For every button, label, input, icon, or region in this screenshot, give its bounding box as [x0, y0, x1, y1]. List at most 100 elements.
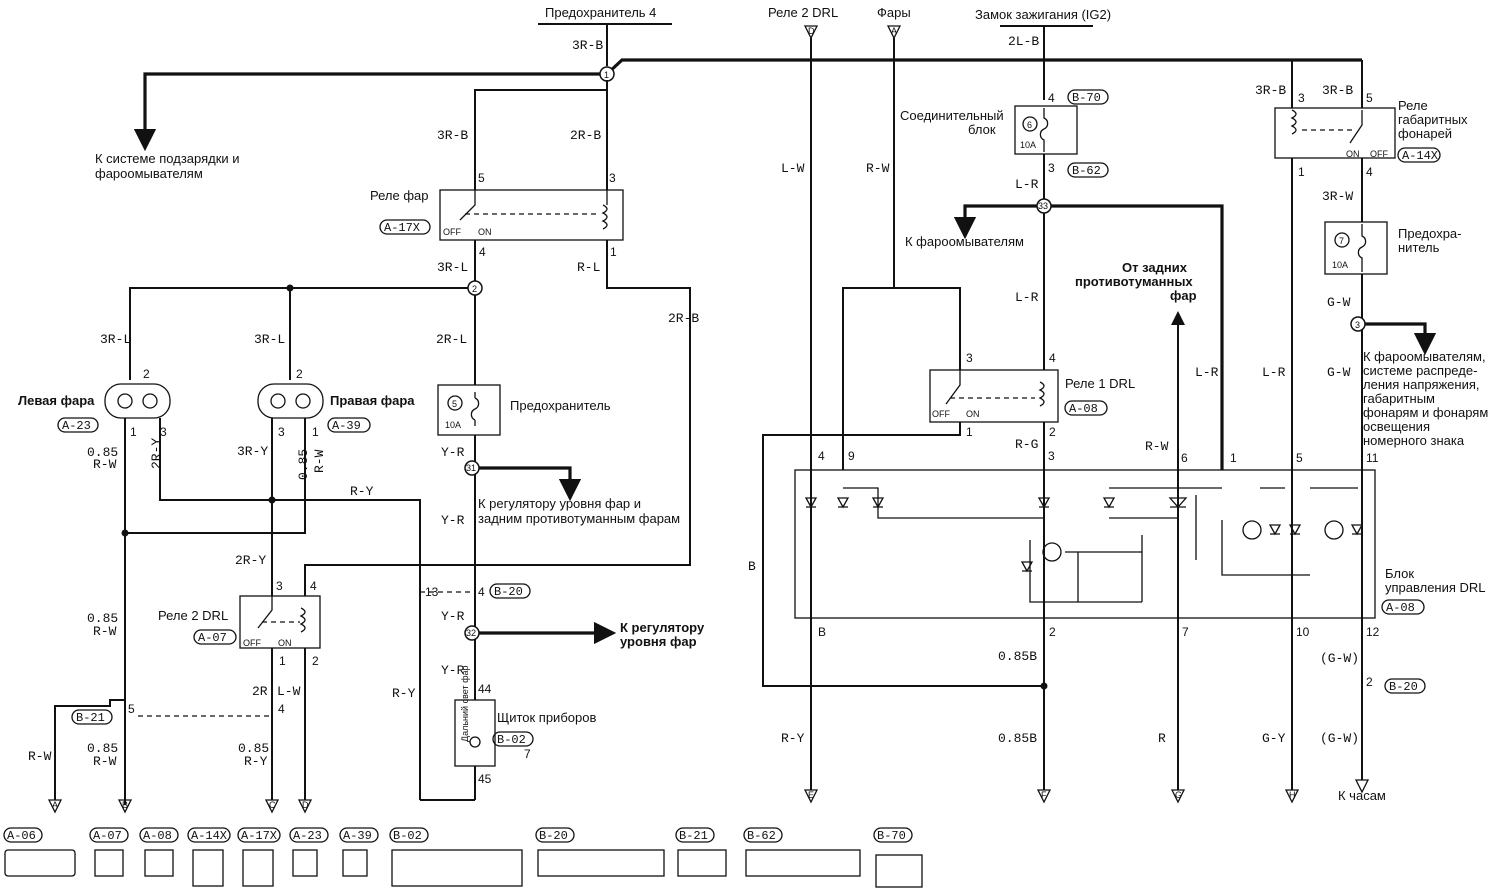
svg-text:11: 11: [1366, 451, 1379, 465]
terminal-g: [1170, 789, 1186, 804]
svg-text:2: 2: [296, 367, 303, 381]
headlamp-relay-label: Реле фар: [370, 188, 428, 203]
svg-text:L-W: L-W: [781, 161, 805, 176]
cluster-label: Щиток приборов: [497, 710, 596, 725]
drl-control-unit: [794, 469, 1376, 619]
svg-text:1: 1: [610, 245, 617, 259]
svg-text:3: 3: [1298, 91, 1305, 105]
svg-text:2R-B: 2R-B: [570, 128, 601, 143]
svg-text:габаритным: габаритным: [1363, 391, 1435, 406]
svg-text:ON: ON: [478, 227, 492, 237]
svg-text:фар: фар: [1170, 288, 1197, 303]
svg-text:Y-R: Y-R: [441, 663, 465, 678]
svg-text:0.85: 0.85: [87, 611, 118, 626]
svg-text:7: 7: [524, 747, 531, 761]
svg-text:3R-L: 3R-L: [100, 332, 131, 347]
svg-text:Y-R: Y-R: [441, 513, 465, 528]
svg-text:45: 45: [478, 772, 492, 786]
clock-note: К часам: [1338, 788, 1386, 803]
svg-text:B-02: B-02: [393, 829, 422, 843]
svg-text:A-07: A-07: [198, 631, 227, 645]
fuse5-label: Предохранитель: [510, 398, 611, 413]
svg-text:OFF: OFF: [932, 409, 950, 419]
terminal-f: [1036, 789, 1052, 804]
right-headlamp-label: Правая фара: [330, 393, 415, 408]
svg-text:3R-B: 3R-B: [1322, 83, 1353, 98]
svg-text:1: 1: [1230, 451, 1237, 465]
drl-relay2: [239, 595, 321, 649]
svg-text:1: 1: [312, 425, 319, 439]
svg-text:4: 4: [1366, 165, 1373, 179]
svg-text:A-08: A-08: [1069, 402, 1098, 416]
instrument-cluster: [454, 699, 496, 767]
svg-text:R-G: R-G: [1015, 437, 1038, 452]
charging-feed: [133, 72, 607, 152]
svg-text:5: 5: [452, 399, 457, 409]
svg-text:4: 4: [1048, 91, 1055, 105]
svg-text:0.85: 0.85: [296, 449, 311, 480]
svg-text:7: 7: [1339, 236, 1344, 246]
svg-text:3: 3: [1048, 449, 1055, 463]
svg-text:3: 3: [276, 579, 283, 593]
svg-text:G-Y: G-Y: [1262, 731, 1286, 746]
svg-text:H: H: [1289, 790, 1296, 800]
svg-text:2: 2: [312, 654, 319, 668]
svg-text:B-20: B-20: [494, 585, 523, 599]
svg-text:A: A: [52, 800, 58, 810]
svg-text:2R-Y: 2R-Y: [149, 438, 164, 469]
charging-note: К системе подзарядки и: [95, 151, 240, 166]
svg-text:B-20: B-20: [1389, 680, 1418, 694]
svg-text:C: C: [269, 800, 276, 810]
svg-text:44: 44: [478, 682, 492, 696]
svg-text:номерного знака: номерного знака: [1363, 433, 1465, 448]
svg-text:B-20: B-20: [539, 829, 568, 843]
svg-text:A-08: A-08: [143, 829, 172, 843]
svg-text:A-14X: A-14X: [191, 829, 227, 843]
svg-text:G-W: G-W: [1327, 295, 1351, 310]
svg-text:A-14X: A-14X: [1402, 149, 1438, 163]
svg-text:противотуманных: противотуманных: [1075, 274, 1193, 289]
rear-fog-note: От задних: [1122, 260, 1188, 275]
svg-text:4: 4: [818, 449, 825, 463]
svg-text:4: 4: [278, 702, 285, 716]
left-headlamp: [104, 383, 171, 419]
wire-2rb-return: [304, 240, 691, 583]
svg-text:5: 5: [1296, 451, 1303, 465]
svg-text:R-W: R-W: [93, 624, 117, 639]
fuse4-label: Предохранитель 4: [545, 5, 656, 20]
ignition-label: Замок зажигания (IG2): [975, 7, 1111, 22]
svg-text:Дальний свет фар: Дальний свет фар: [460, 666, 470, 743]
headlamp-relay-code: A-17X: [384, 221, 420, 235]
svg-text:1: 1: [130, 425, 137, 439]
svg-text:3: 3: [1048, 161, 1055, 175]
svg-text:6: 6: [1181, 451, 1188, 465]
svg-text:3R-L: 3R-L: [437, 260, 468, 275]
drl-relay2-source-label: Реле 2 DRL: [768, 5, 838, 20]
svg-text:10A: 10A: [1020, 140, 1036, 150]
svg-text:R-W: R-W: [866, 161, 890, 176]
svg-text:1: 1: [604, 70, 609, 80]
fuse7: [1324, 221, 1388, 275]
svg-text:1: 1: [966, 425, 973, 439]
svg-text:B: B: [748, 559, 756, 574]
svg-text:блок: блок: [968, 122, 996, 137]
svg-text:3R-B: 3R-B: [437, 128, 468, 143]
washers-long-note: К фароомывателям,: [1363, 349, 1486, 364]
svg-text:2R-Y: 2R-Y: [235, 553, 266, 568]
svg-text:10: 10: [1296, 625, 1310, 639]
svg-text:31: 31: [466, 463, 476, 473]
terminal-h: [1284, 789, 1300, 804]
svg-text:OFF: OFF: [1370, 149, 1388, 159]
svg-text:2: 2: [1049, 625, 1056, 639]
svg-text:B: B: [122, 800, 128, 810]
svg-text:B-02: B-02: [497, 733, 526, 747]
svg-text:2L-B: 2L-B: [1008, 34, 1039, 49]
svg-text:3: 3: [1355, 320, 1360, 330]
svg-text:R-Y: R-Y: [244, 754, 268, 769]
svg-text:R-Y: R-Y: [781, 731, 805, 746]
svg-text:9: 9: [848, 449, 855, 463]
headlamps-source-label: Фары: [877, 5, 911, 20]
svg-text:A-06: A-06: [7, 829, 36, 843]
leveling-note: К регулятору: [620, 620, 705, 635]
svg-text:2R: 2R: [252, 684, 268, 699]
